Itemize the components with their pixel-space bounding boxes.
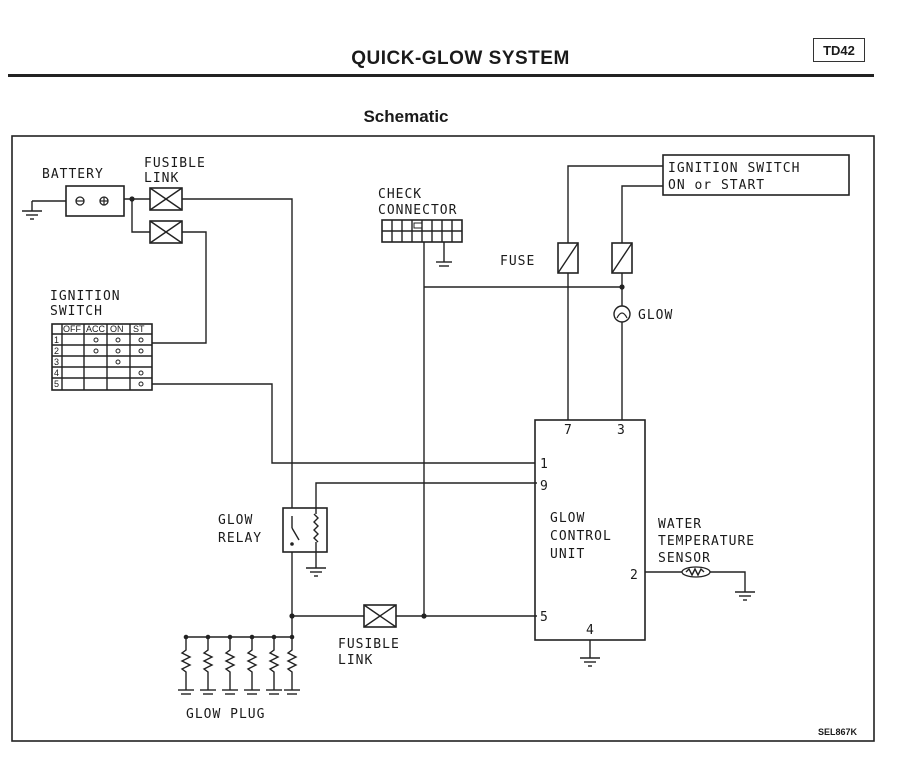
ignition-switch-right-label-2: ON or START [668,178,765,193]
connector-ground-icon [436,242,452,267]
header-rule [8,74,874,77]
water-temp-label-2: TEMPERATURE [658,534,755,549]
glow-relay-label-2: RELAY [218,531,262,546]
switch-col-st: ST [133,324,145,334]
glow-control-unit-label-2: CONTROL [550,529,612,544]
battery-ground-icon [22,200,66,220]
pin-1: 1 [540,457,548,472]
schematic-title: Schematic [363,107,449,126]
ignition-switch-left-label-1: IGNITION [50,289,121,304]
ignition-switch-left-label-2: SWITCH [50,304,103,319]
pin-4: 4 [586,623,594,638]
battery-label: BATTERY [42,167,104,182]
glow-relay-label-1: GLOW [218,513,253,528]
fuse-label: FUSE [500,254,535,269]
fusible-link-bottom-label-1: FUSIBLE [338,637,400,652]
pin-5: 5 [540,610,548,625]
switch-col-on: ON [110,324,124,334]
battery-symbol [65,185,125,217]
glow-plug-label: GLOW PLUG [186,707,265,722]
page-title: QUICK-GLOW SYSTEM [351,48,570,69]
switch-row-3: 3 [54,357,59,367]
check-connector-label-1: CHECK [378,187,422,202]
water-temp-label-1: WATER [658,517,702,532]
ignition-switch-table [51,323,153,391]
sensor-ground-icon [735,591,755,601]
glow-plug-bank-icon [178,634,300,695]
pin-9: 9 [540,479,548,494]
pin-7: 7 [564,423,572,438]
glow-lamp-icon [613,305,631,323]
glow-relay-icon [282,507,328,553]
fusible-link-top-1 [149,187,183,211]
reference-code: SEL867K [818,727,858,737]
fusible-link-top-2 [149,220,183,244]
ignition-switch-right-box [662,154,850,196]
check-connector-icon [381,219,463,243]
switch-row-2: 2 [54,346,59,356]
glow-control-unit-label-3: UNIT [550,547,585,562]
ignition-switch-right-label-1: IGNITION SWITCH [668,161,800,176]
switch-col-off: OFF [63,324,81,334]
engine-code-badge: TD42 [813,38,865,62]
glow-control-unit-label-1: GLOW [550,511,585,526]
pin-3: 3 [617,423,625,438]
diagram-frame [11,135,875,742]
fusible-link-top-label-1: FUSIBLE [144,156,206,171]
switch-row-5: 5 [54,379,59,389]
fuse-1-icon [557,242,579,274]
fusible-link-top-label-2: LINK [144,171,179,186]
water-temp-label-3: SENSOR [658,551,711,566]
fuse-2-icon [611,242,633,274]
pin-2: 2 [630,568,638,583]
switch-row-4: 4 [54,368,59,378]
water-temp-sensor-icon [681,566,711,578]
switch-row-1: 1 [54,335,59,345]
fusible-link-bottom-label-2: LINK [338,653,373,668]
fusible-link-bottom [363,604,397,628]
relay-ground-icon [306,567,326,577]
glow-lamp-label: GLOW [638,308,673,323]
switch-col-acc: ACC [86,324,106,334]
control-unit-ground-icon [580,640,600,667]
check-connector-label-2: CONNECTOR [378,203,457,218]
junction-dot [421,613,427,619]
glow-control-unit-box [534,419,646,641]
